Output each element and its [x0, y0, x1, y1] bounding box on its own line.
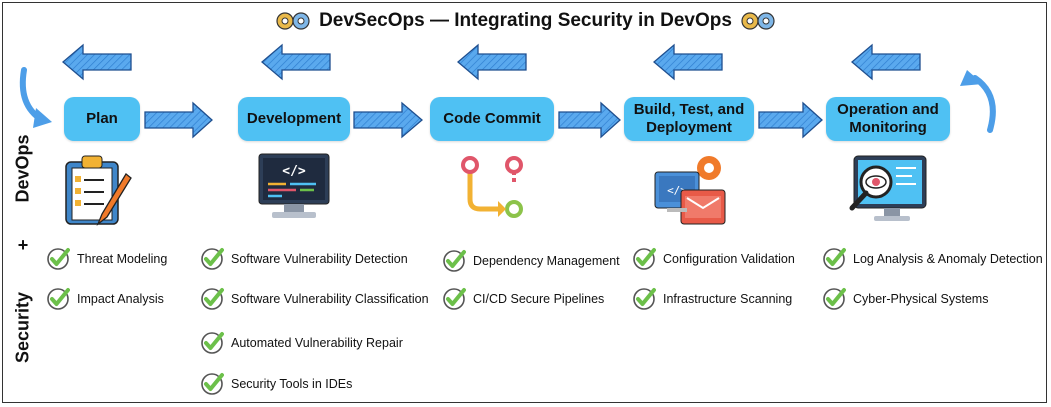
security-item-label: Automated Vulnerability Repair: [231, 336, 403, 350]
diagram-title: DevSecOps — Integrating Security in DevO…: [319, 10, 732, 31]
security-item: Security Tools in IDEs: [200, 372, 352, 396]
security-item-label: Threat Modeling: [77, 252, 168, 266]
right-arrow-icon: [758, 101, 823, 139]
stage-build-test-deploy: Build, Test, and Deployment: [624, 97, 754, 141]
security-item-label: CI/CD Secure Pipelines: [473, 292, 605, 306]
security-item: Infrastructure Scanning: [632, 287, 792, 311]
right-arrow-icon: [144, 101, 213, 139]
security-item: Configuration Validation: [632, 247, 795, 271]
diagram-title-row: DevSecOps — Integrating Security in DevO…: [0, 10, 1051, 32]
plus-label: +: [17, 235, 29, 255]
checkmark-icon: [47, 288, 70, 310]
checkmark-icon: [201, 248, 224, 270]
security-item: CI/CD Secure Pipelines: [442, 287, 604, 311]
build-deploy-icon: </>: [654, 156, 726, 225]
security-item-label: Infrastructure Scanning: [663, 292, 793, 306]
code-monitor-icon: </>: [258, 153, 330, 218]
monitoring-eye-icon: [849, 155, 927, 221]
curved-arrow-icon: [960, 70, 983, 86]
security-item: Impact Analysis: [46, 287, 164, 311]
gears-icon: [741, 12, 775, 30]
stage-operation-monitoring: Operation and Monitoring: [826, 97, 950, 141]
left-arrow-icon: [652, 43, 723, 81]
security-item: Software Vulnerability Detection: [200, 247, 408, 271]
security-item-label: Software Vulnerability Classification: [231, 292, 429, 306]
security-item-label: Cyber-Physical Systems: [853, 292, 989, 306]
stage-plan: Plan: [64, 97, 140, 141]
security-item: Dependency Management: [442, 249, 620, 273]
checkmark-icon: [201, 288, 224, 310]
security-item-label: Security Tools in IDEs: [231, 377, 353, 391]
checkmark-icon: [823, 248, 846, 270]
security-item: Automated Vulnerability Repair: [200, 331, 403, 355]
security-item-label: Log Analysis & Anomaly Detection: [853, 252, 1043, 266]
left-arrow-icon: [260, 43, 331, 81]
security-item-label: Impact Analysis: [77, 292, 164, 306]
checkmark-icon: [201, 373, 224, 395]
gears-icon: [276, 12, 310, 30]
stage-code-commit: Code Commit: [430, 97, 554, 141]
security-item: Threat Modeling: [46, 247, 167, 271]
left-arrow-icon: [61, 43, 132, 81]
curved-arrow-icon: [33, 108, 52, 128]
checkmark-icon: [633, 288, 656, 310]
right-arrow-icon: [558, 101, 621, 139]
security-item-label: Dependency Management: [473, 254, 620, 268]
checkmark-icon: [633, 248, 656, 270]
security-item: Software Vulnerability Classification: [200, 287, 429, 311]
security-item: Cyber-Physical Systems: [822, 287, 988, 311]
checkmark-icon: [201, 332, 224, 354]
stage-development: Development: [238, 97, 350, 141]
curved-arrow-icon: [972, 75, 996, 133]
security-item: Log Analysis & Anomaly Detection: [822, 247, 1043, 271]
checkmark-icon: [443, 288, 466, 310]
left-arrow-icon: [850, 43, 921, 81]
svg-text:</>: </>: [282, 164, 306, 179]
git-branch-icon: [461, 156, 523, 218]
security-item-label: Configuration Validation: [663, 252, 795, 266]
clipboard-checklist-icon: [65, 155, 132, 226]
checkmark-icon: [47, 248, 70, 270]
right-arrow-icon: [353, 101, 424, 139]
security-item-label: Software Vulnerability Detection: [231, 252, 408, 266]
checkmark-icon: [443, 250, 466, 272]
left-arrow-icon: [456, 43, 527, 81]
checkmark-icon: [823, 288, 846, 310]
